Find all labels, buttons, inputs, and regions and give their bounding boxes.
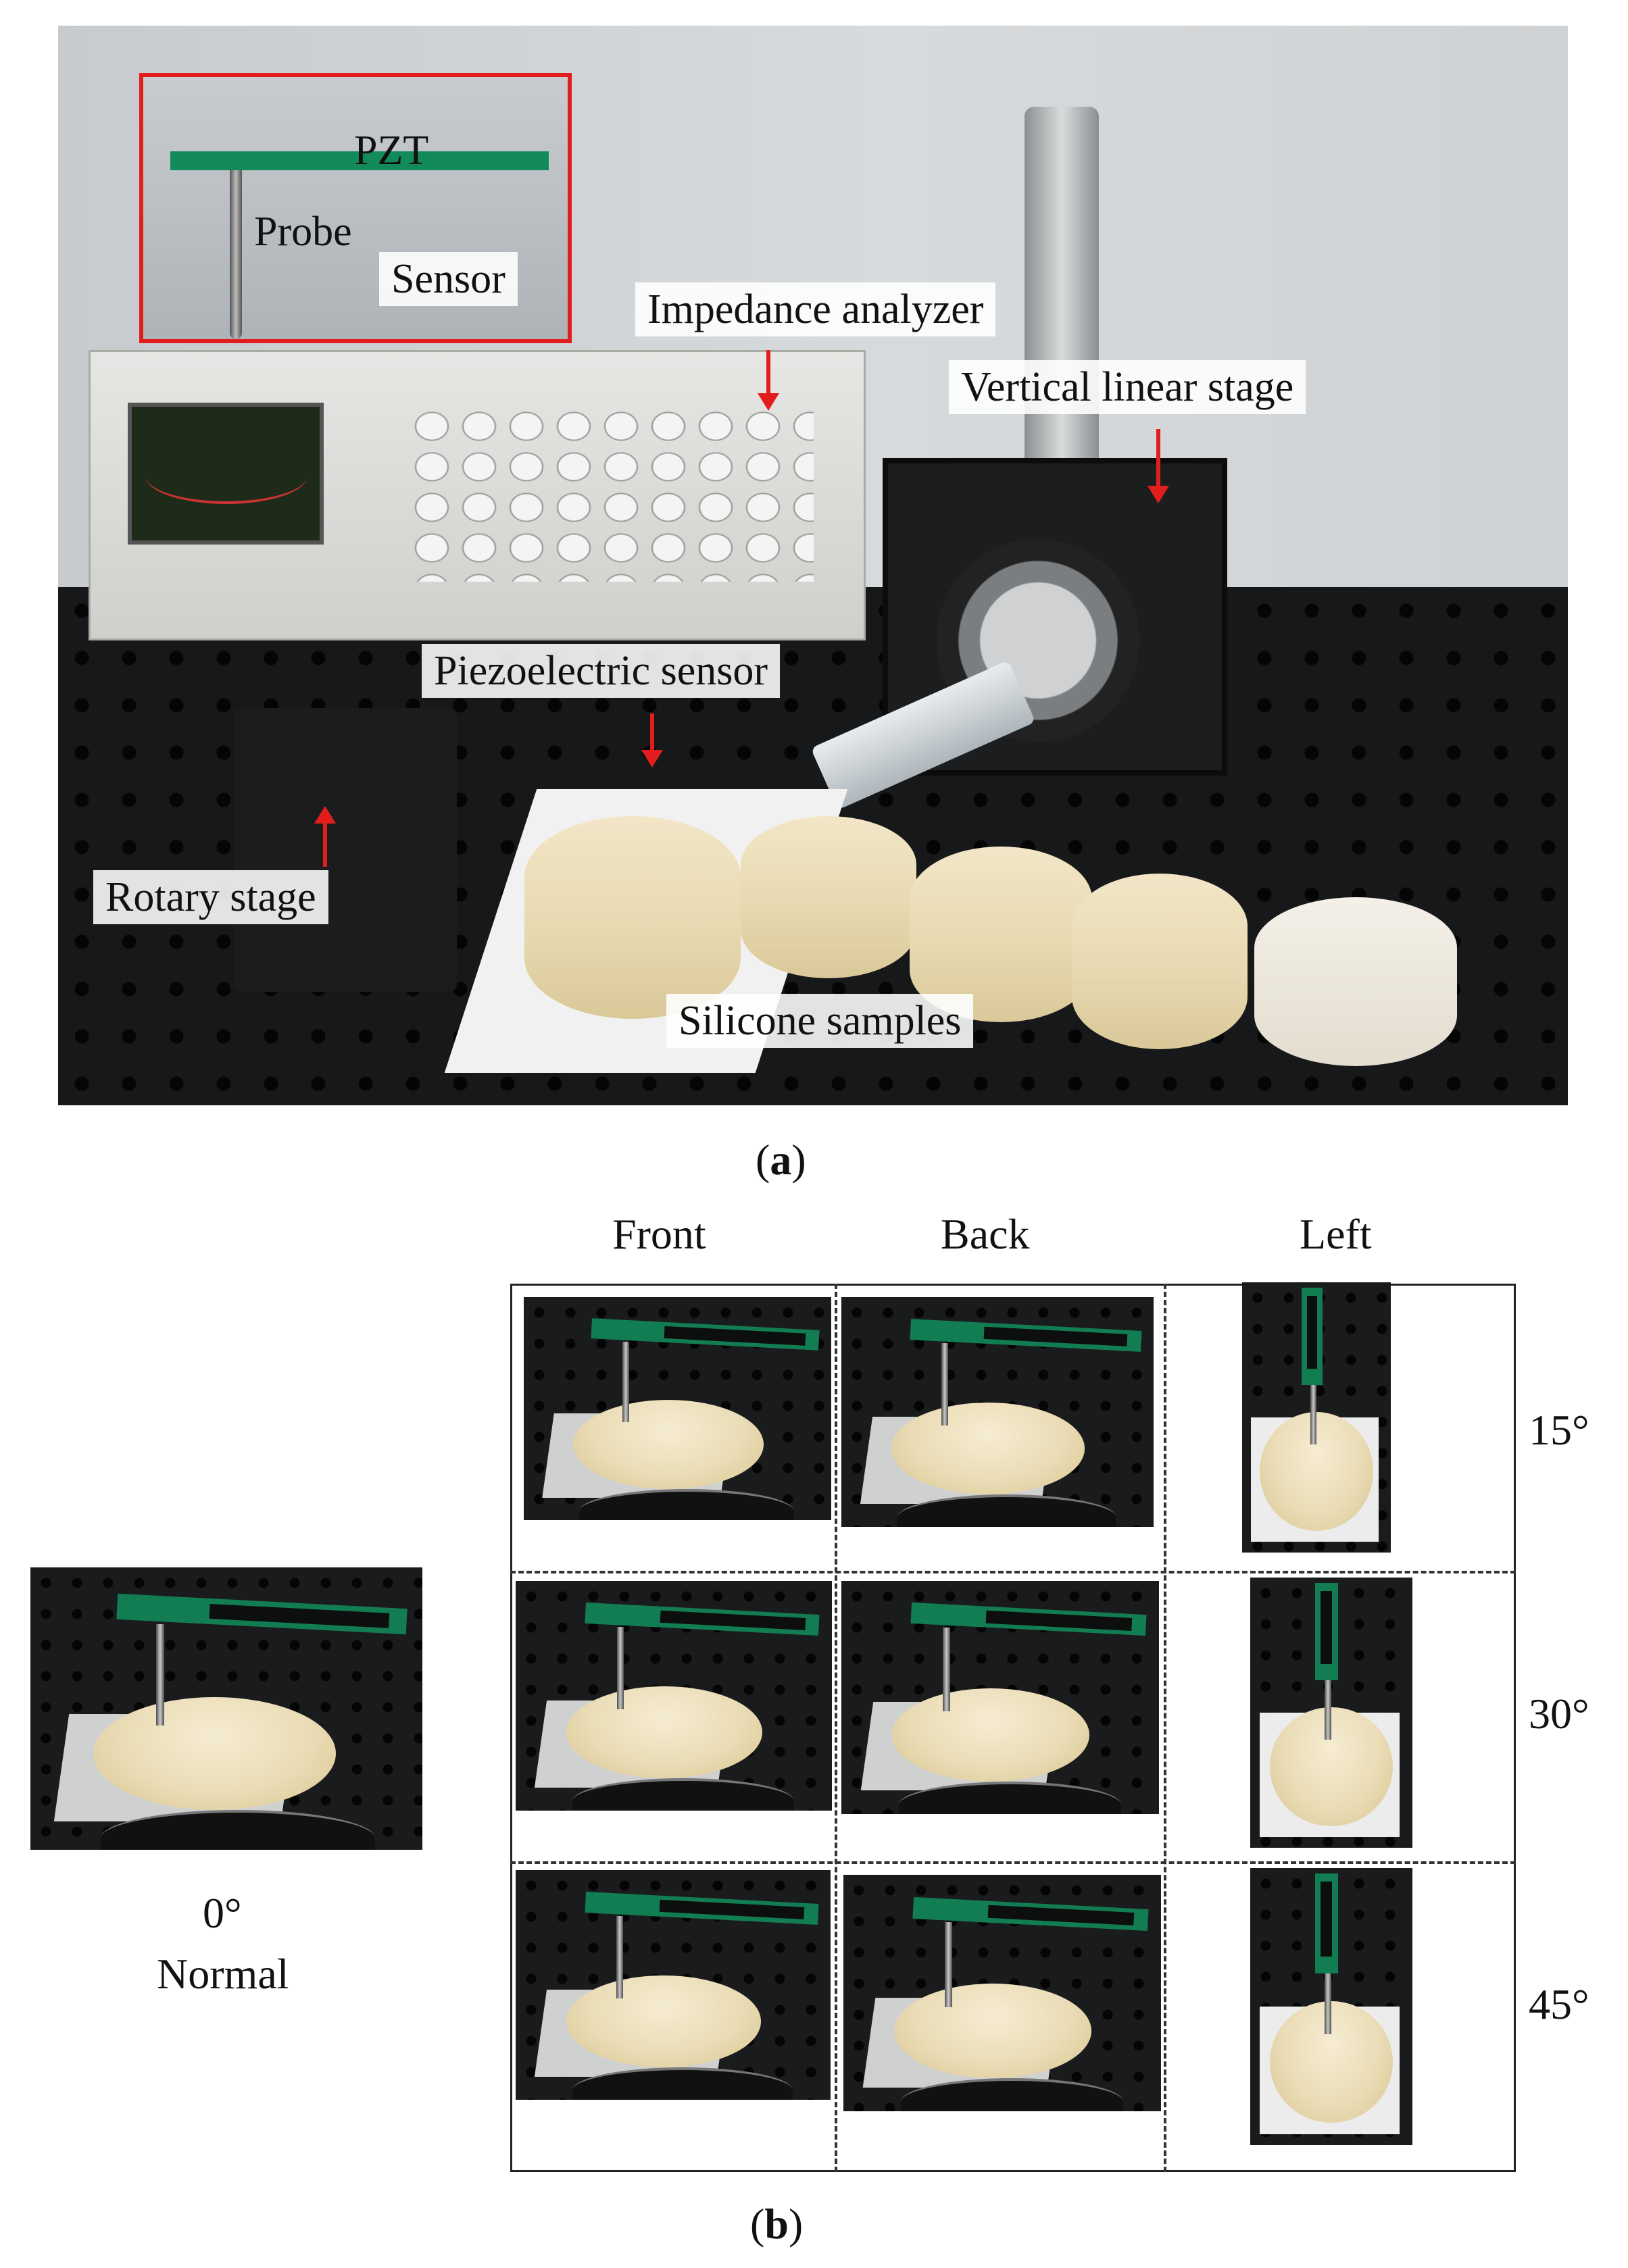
photo-left-45: [1250, 1868, 1412, 2145]
label-sensor: Sensor: [379, 252, 518, 307]
experimental-setup-photo: PZT Probe Sensor Impedance analyzer Vert…: [58, 26, 1568, 1105]
silicone-sample-3: [910, 847, 1092, 1022]
grid-divider-h1: [510, 1571, 1516, 1573]
angle-label-30: 30°: [1529, 1690, 1589, 1738]
analyzer-screen: [128, 403, 324, 545]
impedance-analyzer-device: [89, 350, 866, 640]
grid-divider-h2: [510, 1861, 1516, 1864]
arrow-piezoelectric-sensor: [641, 713, 663, 767]
arrow-vertical-linear-stage: [1148, 429, 1169, 503]
label-silicone-samples: Silicone samples: [666, 994, 974, 1049]
silicone-sample-4: [1072, 874, 1248, 1049]
pzt-strip: [170, 151, 549, 170]
sensor-detail-inset: [139, 73, 572, 343]
arrow-rotary-stage: [314, 806, 336, 867]
silicone-sample-2: [741, 816, 916, 978]
normal-angle-label: 0°: [203, 1889, 242, 1937]
photo-back-15: [841, 1297, 1154, 1527]
angle-label-45: 45°: [1529, 1980, 1589, 2028]
arrow-impedance-analyzer: [758, 350, 779, 411]
grid-divider-v2: [1164, 1284, 1166, 2172]
photo-back-45: [843, 1875, 1161, 2111]
analyzer-keypad: [408, 406, 814, 582]
column-head-back: Back: [941, 1210, 1030, 1258]
label-vertical-linear-stage: Vertical linear stage: [949, 360, 1306, 415]
angle-label-15: 15°: [1529, 1406, 1589, 1454]
caption-a: (a): [756, 1136, 806, 1184]
column-head-left: Left: [1300, 1210, 1372, 1258]
label-rotary-stage: Rotary stage: [93, 870, 328, 925]
normal-label: Normal: [157, 1950, 289, 1998]
column-head-front: Front: [612, 1210, 706, 1258]
label-piezoelectric-sensor: Piezoelectric sensor: [422, 644, 781, 699]
rotary-stage-body: [234, 708, 457, 992]
label-impedance-analyzer: Impedance analyzer: [635, 282, 996, 337]
photo-left-30: [1250, 1578, 1412, 1848]
silicone-sample-1: [524, 816, 741, 1019]
grid-divider-v1: [835, 1284, 837, 2172]
photo-normal-0: [30, 1567, 422, 1850]
photo-front-30: [516, 1581, 832, 1811]
micrometer-head: [1025, 107, 1099, 485]
caption-b: (b): [750, 2200, 804, 2248]
orientation-grid: [510, 1284, 1516, 2172]
probe-needle: [230, 170, 242, 339]
photo-front-45: [516, 1870, 831, 2100]
label-pzt: PZT: [354, 128, 429, 174]
photo-front-15: [524, 1297, 831, 1520]
photo-back-30: [841, 1581, 1159, 1814]
silicone-sample-5: [1254, 897, 1457, 1066]
photo-left-15: [1242, 1282, 1391, 1553]
label-probe: Probe: [254, 209, 352, 255]
